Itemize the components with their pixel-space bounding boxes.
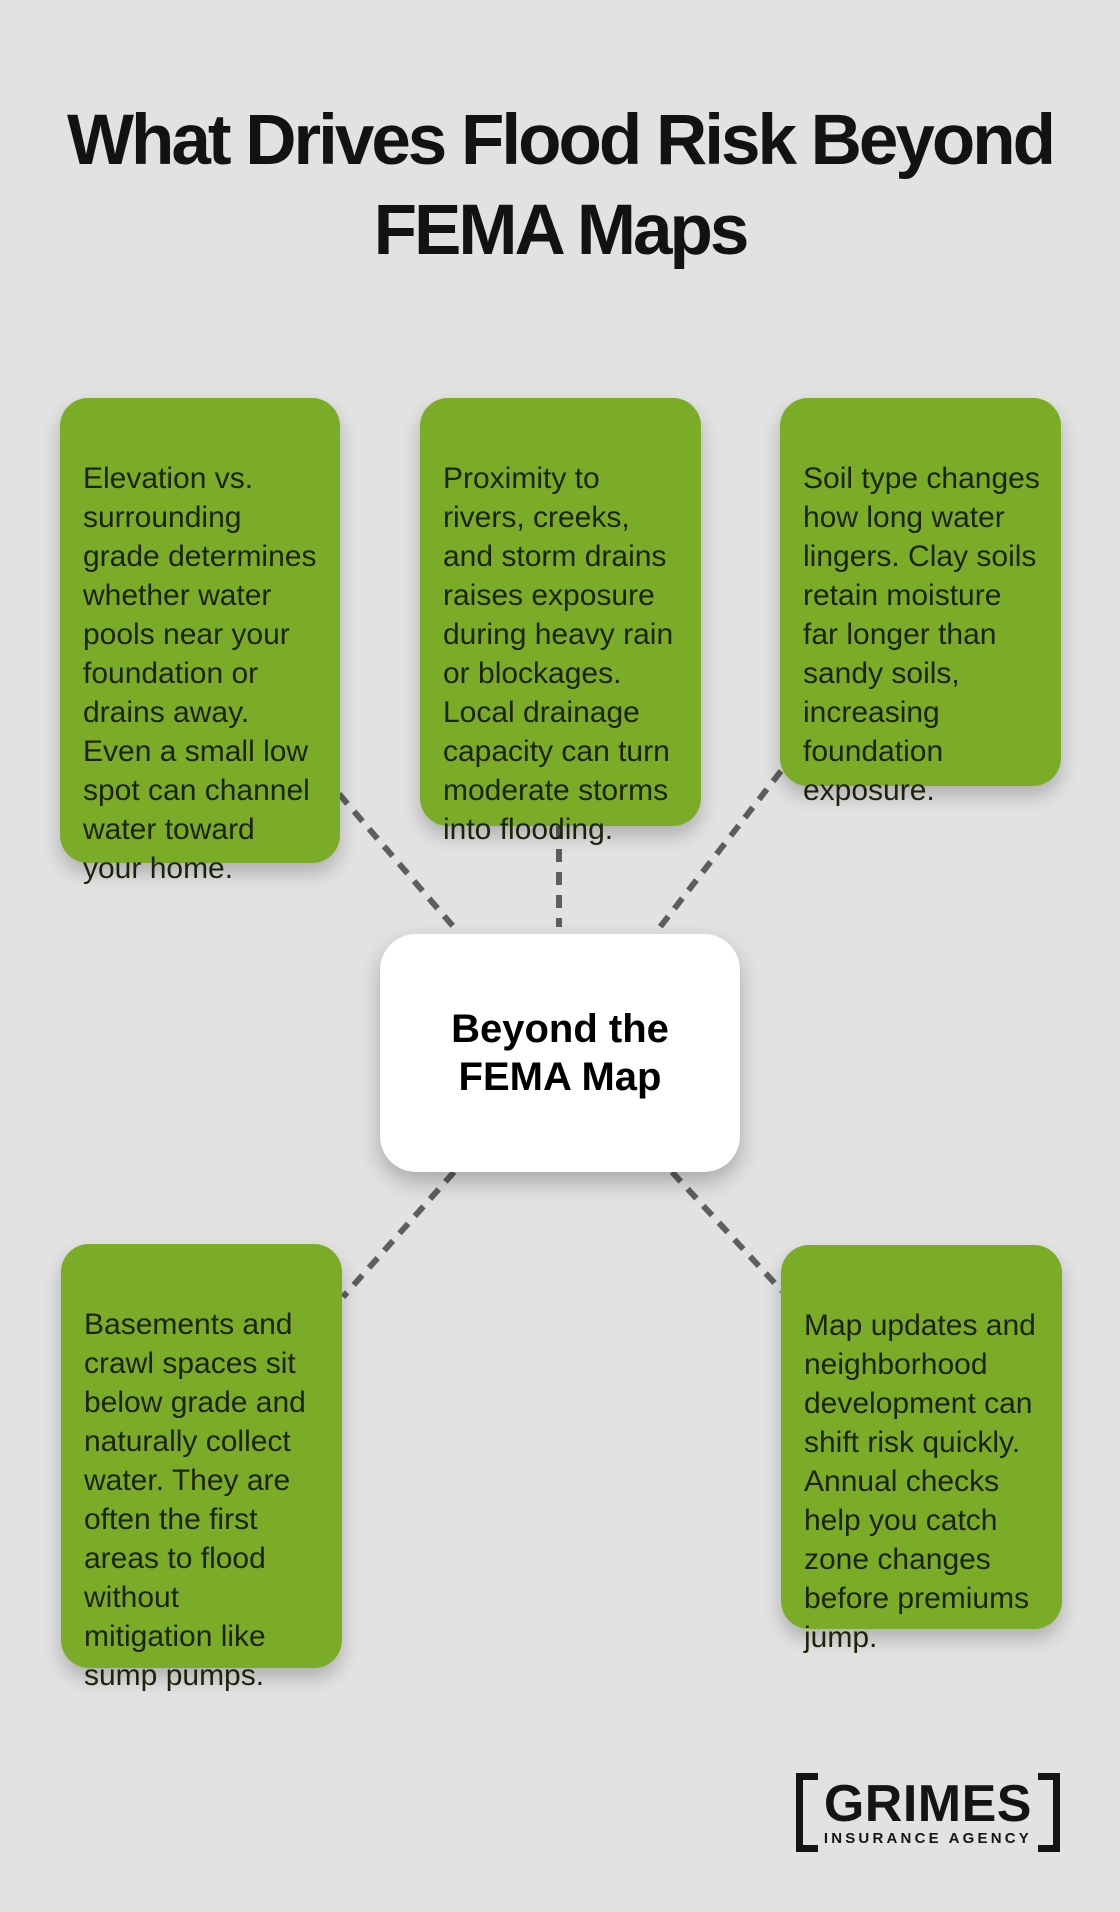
- left-bracket-icon: [795, 1773, 818, 1852]
- factor-card-soil: Soil type changes how long water lingers…: [780, 398, 1061, 807]
- factor-card-proximity-text: Proximity to rivers, creeks, and storm d…: [443, 462, 674, 846]
- connector-center-to-map-updates: [669, 1169, 785, 1294]
- right-bracket-icon: [1038, 1773, 1060, 1852]
- center-node: Beyond the FEMA Map: [380, 934, 740, 1172]
- connector-soil-to-center: [654, 769, 784, 933]
- factor-card-elevation: Elevation vs. surrounding grade determin…: [60, 398, 340, 885]
- factor-card-basements-text: Basements and crawl spaces sit below gra…: [84, 1308, 306, 1692]
- center-node-label: Beyond the FEMA Map: [451, 1007, 669, 1099]
- brand-logo: GRIMES INSURANCE AGENCY: [795, 1773, 1060, 1852]
- factor-card-map-updates: Map updates and neighborhood development…: [781, 1245, 1062, 1654]
- connector-elevation-to-center: [336, 792, 461, 934]
- page-title: What Drives Flood Risk Beyond FEMA Maps: [66, 101, 1056, 270]
- factor-card-map-updates-text: Map updates and neighborhood development…: [804, 1309, 1036, 1654]
- factor-card-proximity: Proximity to rivers, creeks, and storm d…: [420, 398, 701, 846]
- factor-card-elevation-text: Elevation vs. surrounding grade determin…: [83, 462, 317, 885]
- brand-tagline: INSURANCE AGENCY: [823, 1829, 1032, 1847]
- factor-card-soil-text: Soil type changes how long water lingers…: [803, 462, 1040, 807]
- connector-center-to-basements: [340, 1170, 457, 1299]
- brand-logo-text: GRIMES INSURANCE AGENCY: [824, 1773, 1032, 1852]
- brand-name: GRIMES: [823, 1774, 1032, 1833]
- factor-card-basements: Basements and crawl spaces sit below gra…: [61, 1244, 342, 1692]
